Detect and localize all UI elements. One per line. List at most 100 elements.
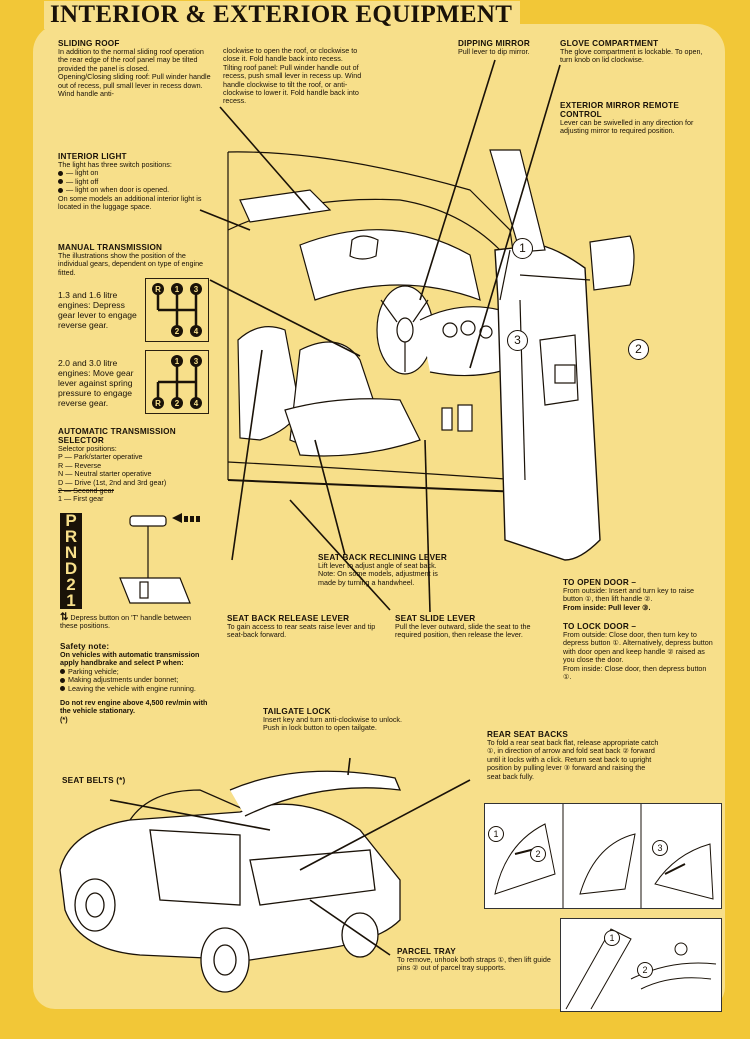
safety-item: Parking vehicle; bbox=[60, 666, 215, 676]
callout-2: 2 bbox=[628, 339, 649, 360]
sliding-roof-continued: clockwise to open the roof, or clockwise… bbox=[223, 46, 375, 106]
rear-seat-illustration bbox=[484, 803, 722, 909]
safety-item-text: Parking vehicle; bbox=[68, 666, 119, 676]
safety-item: Making adjustments under bonnet; bbox=[60, 675, 215, 684]
tailgate-lock-heading: TAILGATE LOCK bbox=[263, 707, 331, 716]
sliding-roof-heading: SLIDING ROOF bbox=[58, 39, 120, 48]
parcel-callout-1: 1 bbox=[604, 930, 620, 946]
bullet-icon bbox=[60, 686, 65, 692]
page-title: INTERIOR & EXTERIOR EQUIPMENT bbox=[44, 1, 521, 29]
gear-pattern-2-diagram: 1 3 R 2 4 bbox=[145, 350, 209, 414]
dipping-mirror-section: DIPPING MIRROR Pull lever to dip mirror. bbox=[458, 39, 548, 56]
manual-transmission-section: MANUAL TRANSMISSION The illustrations sh… bbox=[58, 243, 208, 277]
sliding-roof-opening: Opening/Closing sliding roof: Pull winde… bbox=[58, 72, 211, 99]
gear-label: 4 bbox=[194, 327, 199, 336]
automatic-intro: Selector positions: bbox=[58, 444, 117, 453]
tailgate-lock-section: TAILGATE LOCK Insert key and turn anti-c… bbox=[263, 707, 418, 733]
glove-compartment-section: GLOVE COMPARTMENT The glove compartment … bbox=[560, 39, 710, 65]
open-door-inside: From inside: Pull lever ③. bbox=[563, 602, 651, 612]
exterior-mirror-heading: EXTERIOR MIRROR REMOTE CONTROL bbox=[560, 101, 680, 119]
safety-section: Safety note: On vehicles with automatic … bbox=[60, 642, 215, 724]
manual-transmission-heading: MANUAL TRANSMISSION bbox=[58, 243, 163, 252]
seat-belts-heading: SEAT BELTS (*) bbox=[62, 776, 126, 785]
gear-label: 2 bbox=[175, 399, 180, 408]
seat-back-release-heading: SEAT BACK RELEASE LEVER bbox=[227, 614, 350, 623]
selector-letter: N bbox=[64, 543, 78, 562]
gear-label: R bbox=[155, 399, 161, 408]
lock-door-section: TO LOCK DOOR – From outside: Close door,… bbox=[563, 622, 713, 681]
manual-transmission-text: The illustrations show the position of t… bbox=[58, 251, 204, 277]
sliding-roof-tilting: Tilting roof panel: Pull winder handle o… bbox=[223, 62, 362, 106]
selector-position: 1 — First gear bbox=[58, 494, 104, 504]
interior-light-item: — light off bbox=[58, 176, 208, 186]
interior-light-item: — light on bbox=[58, 168, 208, 178]
selector-lever-illustration bbox=[119, 513, 200, 604]
seat-back-release-text: To gain access to rear seats raise lever… bbox=[227, 622, 376, 640]
interior-light-note: On some models an additional interior li… bbox=[58, 193, 202, 212]
lock-door-inside: From inside: Close door, then depress bu… bbox=[563, 663, 707, 682]
selector-gate: P R N D 2 1 bbox=[60, 511, 82, 610]
safety-warning: Do not rev engine above 4,500 rev/min wi… bbox=[60, 698, 208, 716]
glove-compartment-text: The glove compartment is lockable. To op… bbox=[560, 47, 703, 65]
safety-heading: Safety note: bbox=[60, 642, 110, 651]
seat-back-reclining-section: SEAT BACK RECLINING LEVER Lift lever to … bbox=[318, 553, 448, 587]
safety-mark: (*) bbox=[60, 714, 68, 724]
selector-letter: R bbox=[64, 527, 78, 546]
exterior-mirror-section: EXTERIOR MIRROR REMOTE CONTROL Lever can… bbox=[560, 101, 710, 136]
interior-light-heading: INTERIOR LIGHT bbox=[58, 152, 127, 161]
rear-seat-backs-text: To fold a rear seat back flat, release a… bbox=[487, 738, 659, 781]
open-door-heading: TO OPEN DOOR – bbox=[563, 578, 637, 587]
dipping-mirror-text: Pull lever to dip mirror. bbox=[458, 47, 530, 56]
lock-door-outside: From outside: Close door, then turn key … bbox=[563, 630, 713, 665]
gear-label: 1 bbox=[175, 285, 180, 294]
selector-letter: 1 bbox=[66, 591, 76, 610]
safety-item: Leaving the vehicle with engine running. bbox=[60, 684, 215, 693]
seat-back-reclining-text: Lift lever to adjust angle of seat back.… bbox=[318, 561, 438, 587]
gear-pattern-1-text: 1.3 and 1.6 litre engines: Depress gear … bbox=[58, 290, 137, 330]
interior-light-item-text: — light on bbox=[66, 168, 99, 178]
depress-note: ⇅ Depress button on 'T' handle between t… bbox=[60, 613, 210, 631]
gear-label: 3 bbox=[194, 357, 199, 366]
seat-slide-text: Pull the lever outward, slide the seat t… bbox=[395, 622, 531, 640]
dipping-mirror-heading: DIPPING MIRROR bbox=[458, 39, 530, 48]
selector-letter: 2 bbox=[66, 575, 76, 594]
gear-label: 3 bbox=[194, 285, 199, 294]
sliding-roof-section: SLIDING ROOF In addition to the normal s… bbox=[58, 39, 213, 98]
rear-seat-backs-section: REAR SEAT BACKS To fold a rear seat back… bbox=[487, 730, 659, 781]
gear-label: 4 bbox=[194, 399, 199, 408]
gear-pattern-1-diagram: R 1 3 2 4 bbox=[145, 278, 209, 342]
seat-belts-section: SEAT BELTS (*) bbox=[62, 776, 162, 785]
interior-light-item-text: — light on when door is opened. bbox=[66, 185, 170, 195]
seat-back-reclining-heading: SEAT BACK RECLINING LEVER bbox=[318, 553, 448, 562]
selector-position: P — Park/starter operative bbox=[58, 452, 143, 462]
selector-position: N — Neutral starter operative bbox=[58, 469, 152, 479]
tailgate-lock-text: Insert key and turn anti-clockwise to un… bbox=[263, 715, 403, 733]
bullet-icon bbox=[60, 677, 65, 683]
selector-letter: D bbox=[64, 559, 78, 578]
automatic-transmission-heading: AUTOMATIC TRANSMISSION SELECTOR bbox=[58, 427, 176, 445]
bullet-icon bbox=[58, 187, 63, 193]
open-door-section: TO OPEN DOOR – From outside: Insert and … bbox=[563, 578, 713, 612]
gear-label: 1 bbox=[175, 357, 180, 366]
selector-position: R — Reverse bbox=[58, 460, 102, 470]
glove-compartment-heading: GLOVE COMPARTMENT bbox=[560, 39, 659, 48]
interior-light-item-text: — light off bbox=[66, 176, 99, 186]
parcel-tray-section: PARCEL TRAY To remove, unhook both strap… bbox=[397, 947, 557, 973]
parcel-tray-text: To remove, unhook both straps ①, then li… bbox=[397, 955, 551, 973]
interior-light-item: — light on when door is opened. bbox=[58, 185, 208, 195]
interior-light-intro: The light has three switch positions: bbox=[58, 160, 172, 169]
gear-label: 2 bbox=[175, 327, 180, 336]
gear-label: R bbox=[155, 285, 161, 294]
seat-slide-heading: SEAT SLIDE LEVER bbox=[395, 614, 476, 623]
sliding-roof-closing: clockwise to open the roof, or clockwise… bbox=[223, 46, 358, 64]
bullet-icon bbox=[58, 179, 63, 185]
callout-1: 1 bbox=[512, 238, 533, 259]
seat-back-release-section: SEAT BACK RELEASE LEVER To gain access t… bbox=[227, 614, 377, 640]
selector-position: 2 — Second gear bbox=[58, 486, 114, 496]
bullet-icon bbox=[58, 170, 63, 176]
rear-seat-backs-heading: REAR SEAT BACKS bbox=[487, 730, 569, 739]
parcel-callout-2: 2 bbox=[637, 962, 653, 978]
selector-letter: P bbox=[65, 511, 77, 530]
open-door-outside: From outside: Insert and turn key to rai… bbox=[563, 586, 695, 604]
